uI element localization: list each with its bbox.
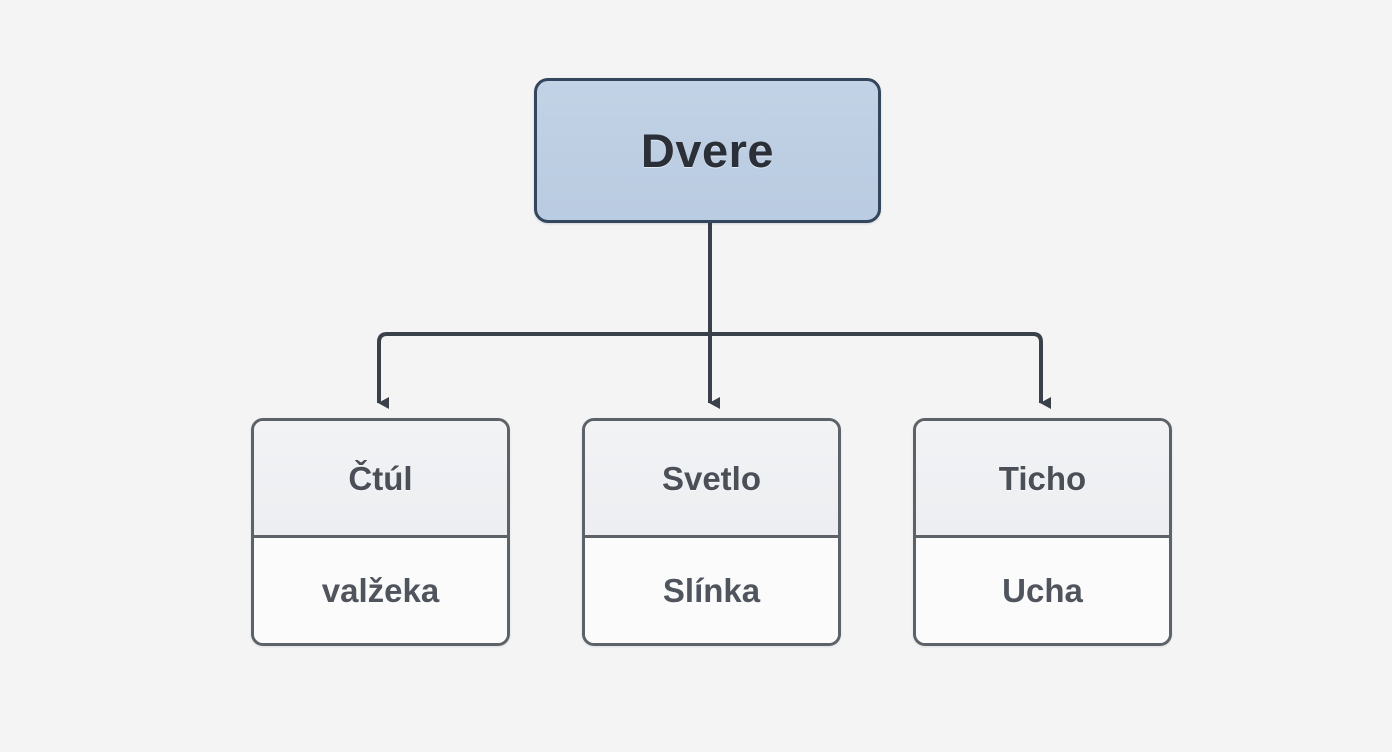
node-child-1[interactable]: Čtúl valžeka (251, 418, 510, 646)
node-root-label: Dvere (640, 124, 775, 177)
node-child-3-body-label: Ucha (1002, 572, 1083, 609)
node-root[interactable]: Dvere (534, 78, 881, 223)
node-child-2-body-label: Slínka (662, 572, 761, 609)
node-child-1-body-label: valžeka (321, 572, 440, 609)
connector-branch-1 (377, 332, 710, 409)
node-child-2-header-label: Svetlo (661, 459, 762, 497)
node-child-1-header-label: Čtúl (348, 459, 413, 497)
node-child-1-body: valžeka (254, 538, 507, 643)
node-child-2[interactable]: Svetlo Slínka (582, 418, 841, 646)
node-child-3-body: Ucha (916, 538, 1169, 643)
node-child-1-header: Čtúl (254, 421, 507, 538)
node-child-3-header: Ticho (916, 421, 1169, 538)
node-child-3[interactable]: Ticho Ucha (913, 418, 1172, 646)
connector-branch-3 (710, 332, 1051, 409)
node-child-2-header: Svetlo (585, 421, 838, 538)
node-child-3-header-label: Ticho (998, 459, 1087, 497)
node-child-2-body: Slínka (585, 538, 838, 643)
